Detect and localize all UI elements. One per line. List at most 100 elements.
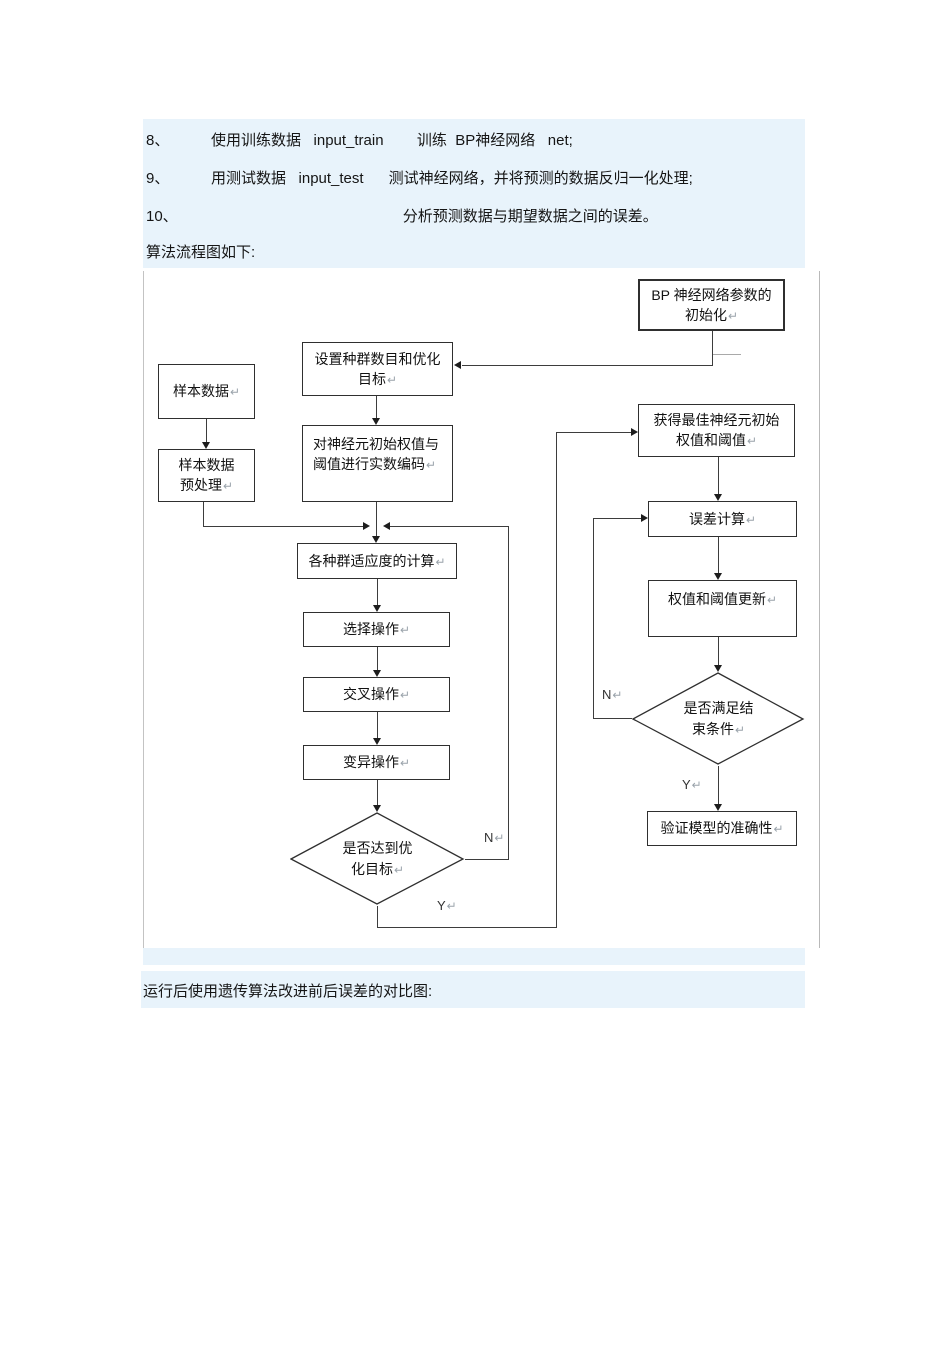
flowchart-image: BP 神经网络参数的初始化↵ 设置种群数目和优化目标↵ 样本数据↵ 对神经元初始… [143,271,820,948]
flow-arrowhead [714,665,722,672]
step-9-text: 9、 用测试数据 input_test 测试神经网络，并将预测的数据反归一化处理… [146,170,693,187]
flow-connector [206,419,207,443]
flow-connector [376,502,377,537]
line-break-mark: ↵ [393,863,405,877]
flow-box-verify-label: 验证模型的准确性 [660,820,773,837]
branch-label-n-right: N↵ [602,687,622,702]
flow-box-encode-label: 对神经元初始权值与阈值进行实数编码 [313,436,439,473]
flow-box-get-best: 获得最佳神经元初始权值和阈值↵ [638,404,795,457]
flow-box-sample-data: 样本数据↵ [158,364,255,419]
comparison-caption: 运行后使用遗传算法改进前后误差的对比图: [143,983,433,1000]
flow-connector [593,518,641,519]
flow-box-mutate-label: 变异操作 [342,754,399,771]
flow-arrowhead [641,514,648,522]
line-break-mark: ↵ [435,554,446,569]
line-break-mark: ↵ [222,479,234,494]
flow-box-error-calc: 误差计算↵ [648,501,797,537]
branch-label-text: Y [682,777,691,792]
diamond-shape [632,672,805,765]
flow-connector [718,637,719,666]
intro-panel: 8、 使用训练数据 input_train 训练 BP神经网络 net; 9、 … [143,119,805,268]
line-break-mark: ↵ [494,831,505,845]
flow-connector [465,859,508,860]
flow-connector [203,502,204,526]
flow-connector [377,712,378,739]
flow-box-update: 权值和阈值更新↵ [648,580,797,637]
flow-connector [390,526,509,527]
flow-box-select-label: 选择操作 [342,621,399,638]
comparison-caption-panel: 运行后使用遗传算法改进前后误差的对比图: [141,971,805,1008]
branch-label-text: N [484,830,494,845]
flow-arrowhead [373,605,381,612]
spacer-stripe [143,948,805,965]
step-8-text: 8、 使用训练数据 input_train 训练 BP神经网络 net; [146,132,573,149]
flow-box-select: 选择操作↵ [303,612,450,647]
line-break-mark: ↵ [773,822,784,837]
flow-connector [712,331,713,365]
flow-connector [556,432,631,433]
flow-box-cross-label: 交叉操作 [342,686,399,703]
line-break-mark: ↵ [399,688,411,703]
line-break-mark: ↵ [399,623,411,638]
flow-arrowhead [372,418,380,425]
line-break-mark: ↵ [386,372,398,387]
step-10-text: 10、 分析预测数据与期望数据之间的误差。 [146,208,658,225]
flow-box-set-population: 设置种群数目和优化目标↵ [302,342,453,396]
flow-box-preprocess: 样本数据预处理↵ [158,449,255,502]
line-break-mark: ↵ [745,512,757,527]
branch-label-n-left: N↵ [484,830,504,845]
line-break-mark: ↵ [766,593,778,607]
flow-box-fitness-label: 各种群适应度的计算 [308,552,435,569]
flow-arrowhead [383,522,390,530]
flow-decision-end-condition: 是否满足结束条件↵ [632,672,805,766]
flow-arrowhead [714,494,722,501]
flow-box-update-label: 权值和阈值更新 [667,591,766,607]
flow-box-sample-data-label: 样本数据 [172,383,229,400]
flow-arrowhead [373,805,381,812]
line-break-mark: ↵ [691,778,702,792]
flow-decision-opt-goal-label: 是否达到优化目标 [342,840,413,877]
flow-connector [718,766,719,805]
flow-box-verify: 验证模型的准确性↵ [647,811,797,846]
branch-label-text: Y [437,898,446,913]
flow-box-preprocess-label: 样本数据预处理 [178,457,235,494]
line-break-mark: ↵ [399,756,411,771]
flow-connector [718,537,719,574]
line-break-mark: ↵ [746,434,758,449]
line-break-mark: ↵ [612,688,623,702]
flow-box-bp-init-label: BP 神经网络参数的初始化 [651,286,772,323]
flow-box-get-best-label: 获得最佳神经元初始权值和阈值 [653,412,780,449]
flow-box-fitness: 各种群适应度的计算↵ [297,543,457,579]
line-break-mark: ↵ [229,385,241,400]
flow-decision-opt-goal: 是否达到优化目标↵ [290,812,465,906]
flow-connector [593,718,632,719]
flow-arrowhead [373,738,381,745]
flow-arrowhead [714,573,722,580]
flow-box-bp-init: BP 神经网络参数的初始化↵ [638,279,785,331]
branch-label-y-left: Y↵ [437,898,457,913]
flow-box-error-calc-label: 误差计算 [688,510,745,527]
flow-arrowhead [373,670,381,677]
flow-arrowhead [372,536,380,543]
flow-connector [556,432,557,928]
flow-connector [377,780,378,806]
flow-connector [462,365,713,366]
flow-connector [508,526,509,860]
flow-connector [377,579,378,606]
flow-connector [718,457,719,495]
line-break-mark: ↵ [446,899,457,913]
branch-label-y-right: Y↵ [682,777,702,792]
flow-connector [376,396,377,420]
flow-connector [713,354,741,355]
branch-label-text: N [602,687,612,702]
flow-connector [377,647,378,671]
diamond-shape [290,812,465,905]
flow-arrowhead [631,428,638,436]
flow-connector [377,927,556,928]
flow-connector [377,906,378,928]
flow-decision-end-condition-label: 是否满足结束条件 [683,700,754,737]
flow-arrowhead [363,522,370,530]
flow-box-encode: 对神经元初始权值与阈值进行实数编码↵ [302,425,453,502]
flowchart-caption: 算法流程图如下: [146,244,256,261]
